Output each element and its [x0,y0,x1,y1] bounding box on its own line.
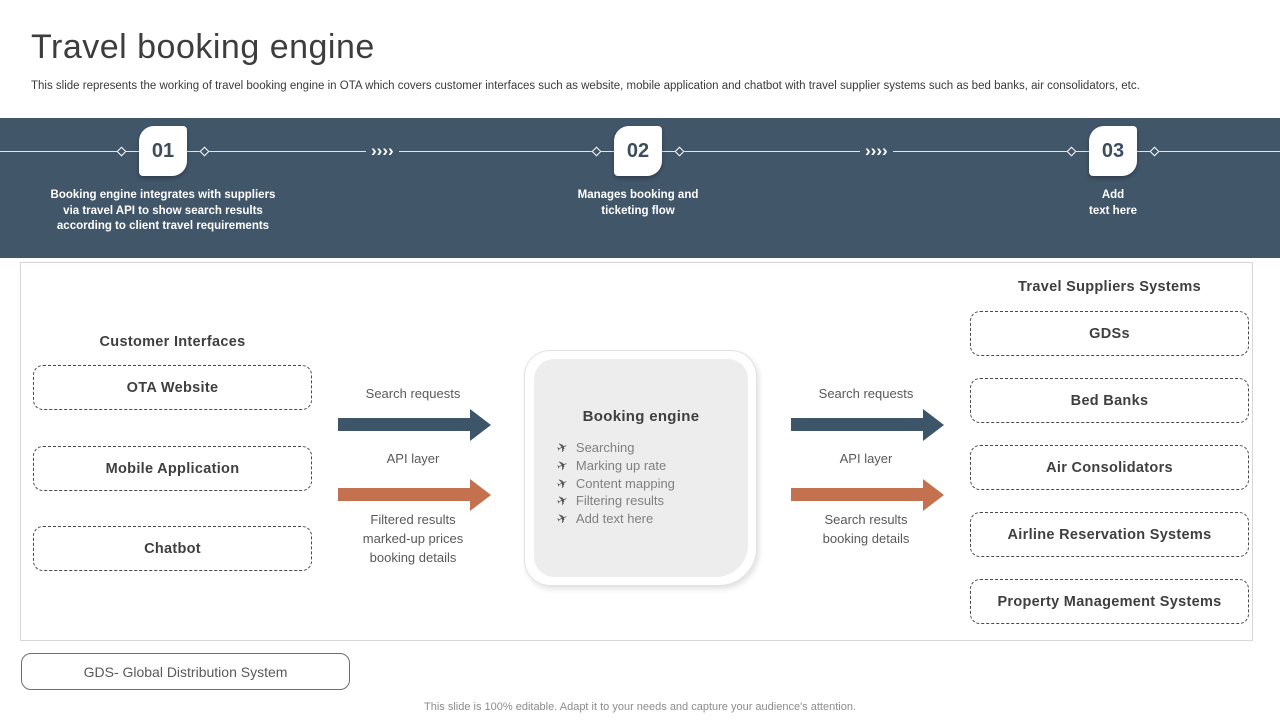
list-item: ✈ Filtering results [554,492,737,510]
airplane-icon: ✈ [554,509,571,528]
gds-legend-box: GDS- Global Distribution System [21,653,350,690]
arrow-head [470,409,491,441]
travel-suppliers-heading: Travel Suppliers Systems [1018,279,1201,295]
right-flow-top-label: Search requests [818,386,914,401]
right-flow-mid-label: API layer [839,451,893,466]
timeline-step-3: 03 Add text here [963,118,1263,258]
booking-engine-list: ✈ Searching ✈ Marking up rate ✈ Content … [554,439,737,528]
arrow-right-dark-icon [338,409,491,441]
booking-engine-panel [534,359,748,577]
list-item-label: Searching [575,440,635,455]
chevron-right-icon: ›››› [860,141,893,159]
left-flow-bottom-label: Filtered results marked-up prices bookin… [362,512,464,565]
supplier-box-bed-banks: Bed Banks [970,378,1249,423]
list-item-label: Add text here [575,511,654,527]
step-description: Add text here [1089,189,1137,217]
airplane-icon: ✈ [554,456,571,475]
step-number-badge: 02 [614,126,662,176]
step-description: Manages booking and ticketing flow [577,189,699,217]
left-flow-mid-label: API layer [386,451,440,466]
page-subtitle: This slide represents the working of tra… [31,80,1140,92]
diamond-icon [591,146,602,157]
footer-note: This slide is 100% editable. Adapt it to… [424,701,856,713]
arrow-right-orange-icon [338,479,491,511]
arrow-right-orange-icon [791,479,944,511]
customer-box-ota-website: OTA Website [33,365,312,410]
arrow-head [470,479,491,511]
list-item: ✈ Add text here [554,509,737,528]
list-item-label: Marking up rate [575,457,667,473]
list-item: ✈ Content mapping [554,474,737,493]
supplier-box-gdss: GDSs [970,311,1249,356]
right-flow-bottom-label: Search results booking details [822,512,910,546]
step-number-badge: 03 [1089,126,1137,176]
list-item-label: Content mapping [575,475,675,491]
timeline-step-2: 02 Manages booking and ticketing flow [488,118,788,258]
step-description: Booking engine integrates with suppliers… [50,189,276,232]
customer-box-mobile-application: Mobile Application [33,446,312,491]
timeline-banner: 01 Booking engine integrates with suppli… [0,118,1280,258]
left-flow-top-label: Search requests [365,386,461,401]
supplier-box-airline-reservation-systems: Airline Reservation Systems [970,512,1249,557]
arrow-head [923,409,944,441]
diamond-icon [199,146,210,157]
timeline-step-1: 01 Booking engine integrates with suppli… [13,118,313,258]
supplier-box-air-consolidators: Air Consolidators [970,445,1249,490]
arrow-shaft [338,488,471,501]
arrow-head [923,479,944,511]
diamond-icon [116,146,127,157]
list-item: ✈ Marking up rate [554,456,737,475]
page-title: Travel booking engine [31,28,375,66]
chevron-right-icon: ›››› [366,141,399,159]
diamond-icon [674,146,685,157]
list-item: ✈ Searching [554,439,737,457]
arrow-shaft [338,418,471,431]
step-number-badge: 01 [139,126,187,176]
arrow-right-dark-icon [791,409,944,441]
list-item-label: Filtering results [575,493,665,509]
customer-box-chatbot: Chatbot [33,526,312,571]
arrow-shaft [791,488,924,501]
arrow-shaft [791,418,924,431]
diamond-icon [1149,146,1160,157]
booking-engine-title: Booking engine [582,408,700,425]
supplier-box-property-management-systems: Property Management Systems [970,579,1249,624]
diamond-icon [1066,146,1077,157]
customer-interfaces-heading: Customer Interfaces [99,334,246,350]
